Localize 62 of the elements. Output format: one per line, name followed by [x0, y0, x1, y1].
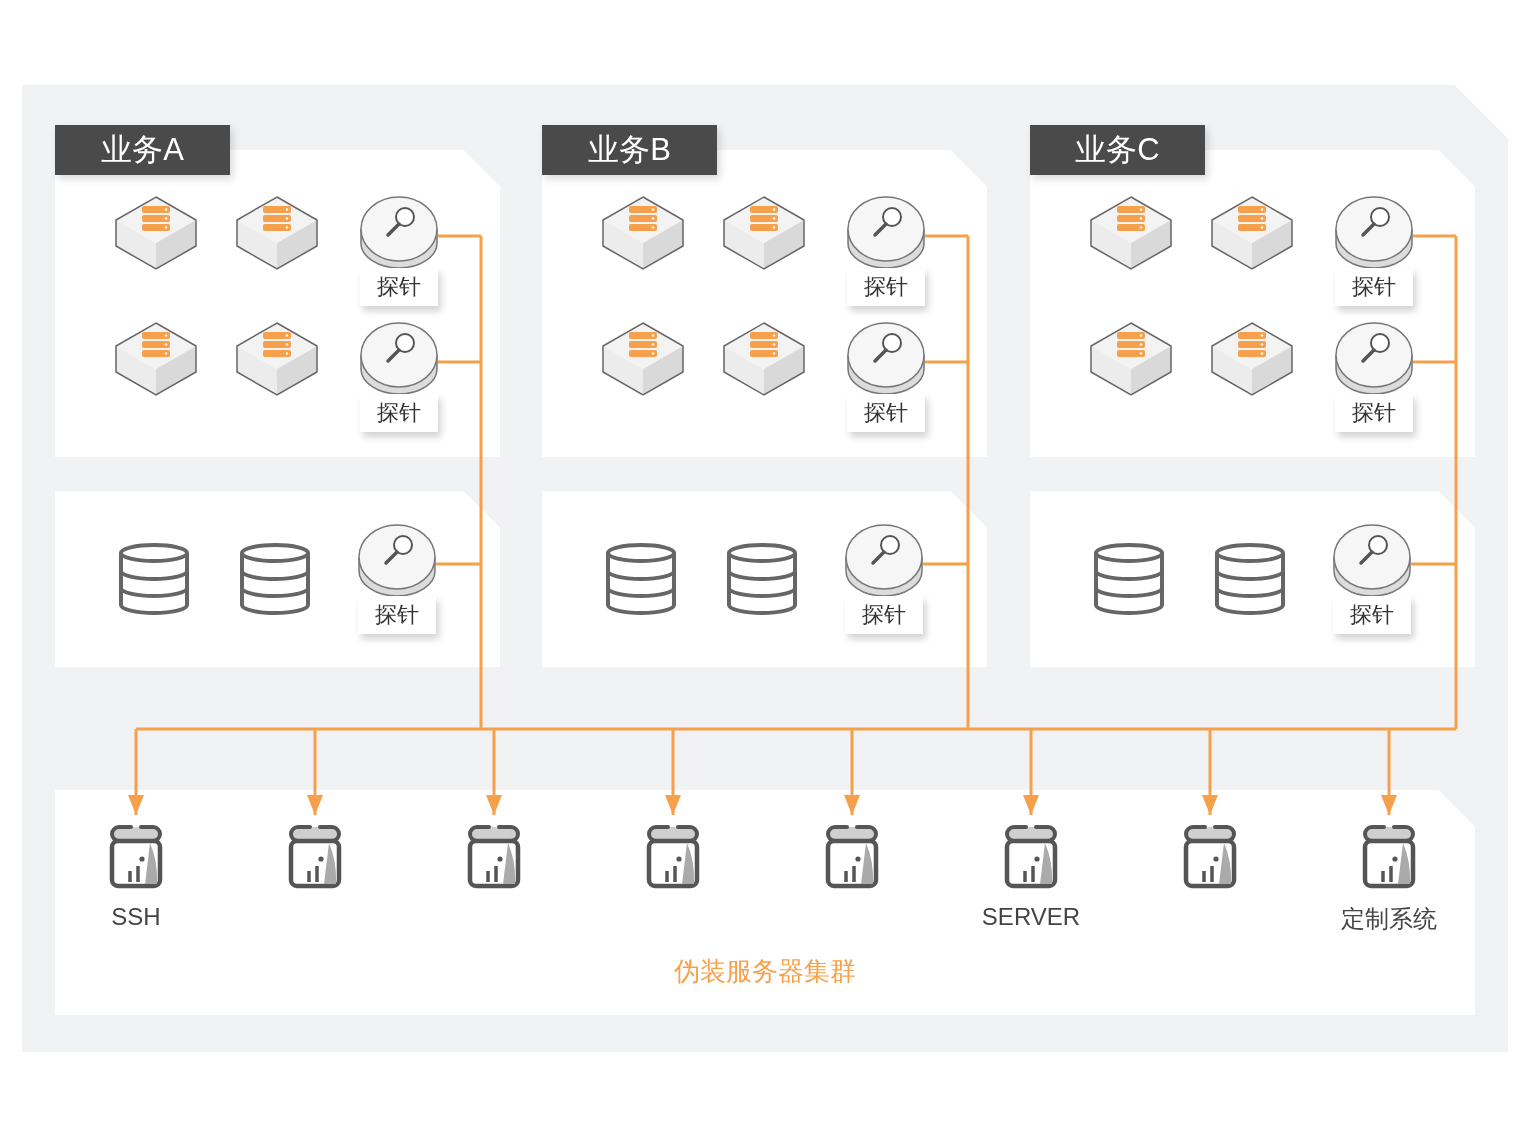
probe-label: 探针 — [358, 596, 436, 634]
group-panel — [542, 125, 987, 457]
server-cube-icon — [115, 322, 197, 396]
database-icon — [239, 543, 311, 615]
connector-line — [925, 234, 968, 238]
panel — [55, 491, 500, 667]
server-cube-icon — [602, 196, 684, 270]
connector-line — [479, 236, 483, 729]
connector-arrow — [1381, 729, 1397, 815]
connector-arrow — [1202, 729, 1218, 815]
server-cube-icon — [1090, 322, 1172, 396]
probe-label: 探针 — [845, 596, 923, 634]
connector-arrow — [307, 729, 323, 815]
server-cube-icon — [1090, 196, 1172, 270]
database-icon — [118, 543, 190, 615]
connector-line — [966, 236, 970, 729]
connector-arrow — [1023, 729, 1039, 815]
connector-line — [1411, 562, 1456, 566]
server-cube-icon — [723, 196, 805, 270]
probe-label: 探针 — [847, 268, 925, 306]
cluster-panel — [55, 790, 1475, 1015]
connector-line — [1413, 360, 1456, 364]
connector-arrow — [128, 729, 144, 815]
probe-label: 探针 — [1335, 268, 1413, 306]
connector-line — [438, 234, 481, 238]
connector-arrow — [844, 729, 860, 815]
probe-label: 探针 — [1335, 394, 1413, 432]
connector-arrow — [486, 729, 502, 815]
group-title: 业务B — [542, 125, 717, 175]
server-cube-icon — [236, 196, 318, 270]
server-cube-icon — [1211, 196, 1293, 270]
server-cube-icon — [602, 322, 684, 396]
group-title: 业务C — [1030, 125, 1205, 175]
service-label: SERVER — [980, 903, 1082, 931]
connector-arrow — [665, 729, 681, 815]
probe-label: 探针 — [360, 268, 438, 306]
cluster-label: 伪装服务器集群 — [673, 955, 857, 988]
group-panel — [55, 125, 500, 457]
connector-line — [925, 360, 968, 364]
probe-label: 探针 — [360, 394, 438, 432]
server-cube-icon — [1211, 322, 1293, 396]
panel — [542, 491, 987, 667]
connector-line — [436, 562, 481, 566]
service-label: SSH — [110, 903, 162, 931]
server-cube-icon — [723, 322, 805, 396]
group-panel — [1030, 125, 1475, 457]
probe-label: 探针 — [1333, 596, 1411, 634]
connector-line — [1413, 234, 1456, 238]
server-cube-icon — [115, 196, 197, 270]
database-icon — [1214, 543, 1286, 615]
service-label: 定制系统 — [1340, 904, 1438, 934]
connector-line — [1454, 236, 1458, 729]
panel — [1030, 491, 1475, 667]
probe-label: 探针 — [847, 394, 925, 432]
database-icon — [1093, 543, 1165, 615]
group-title: 业务A — [55, 125, 230, 175]
database-icon — [605, 543, 677, 615]
connector-line — [136, 727, 1456, 731]
connector-line — [438, 360, 481, 364]
server-cube-icon — [236, 322, 318, 396]
database-icon — [726, 543, 798, 615]
connector-line — [923, 562, 968, 566]
